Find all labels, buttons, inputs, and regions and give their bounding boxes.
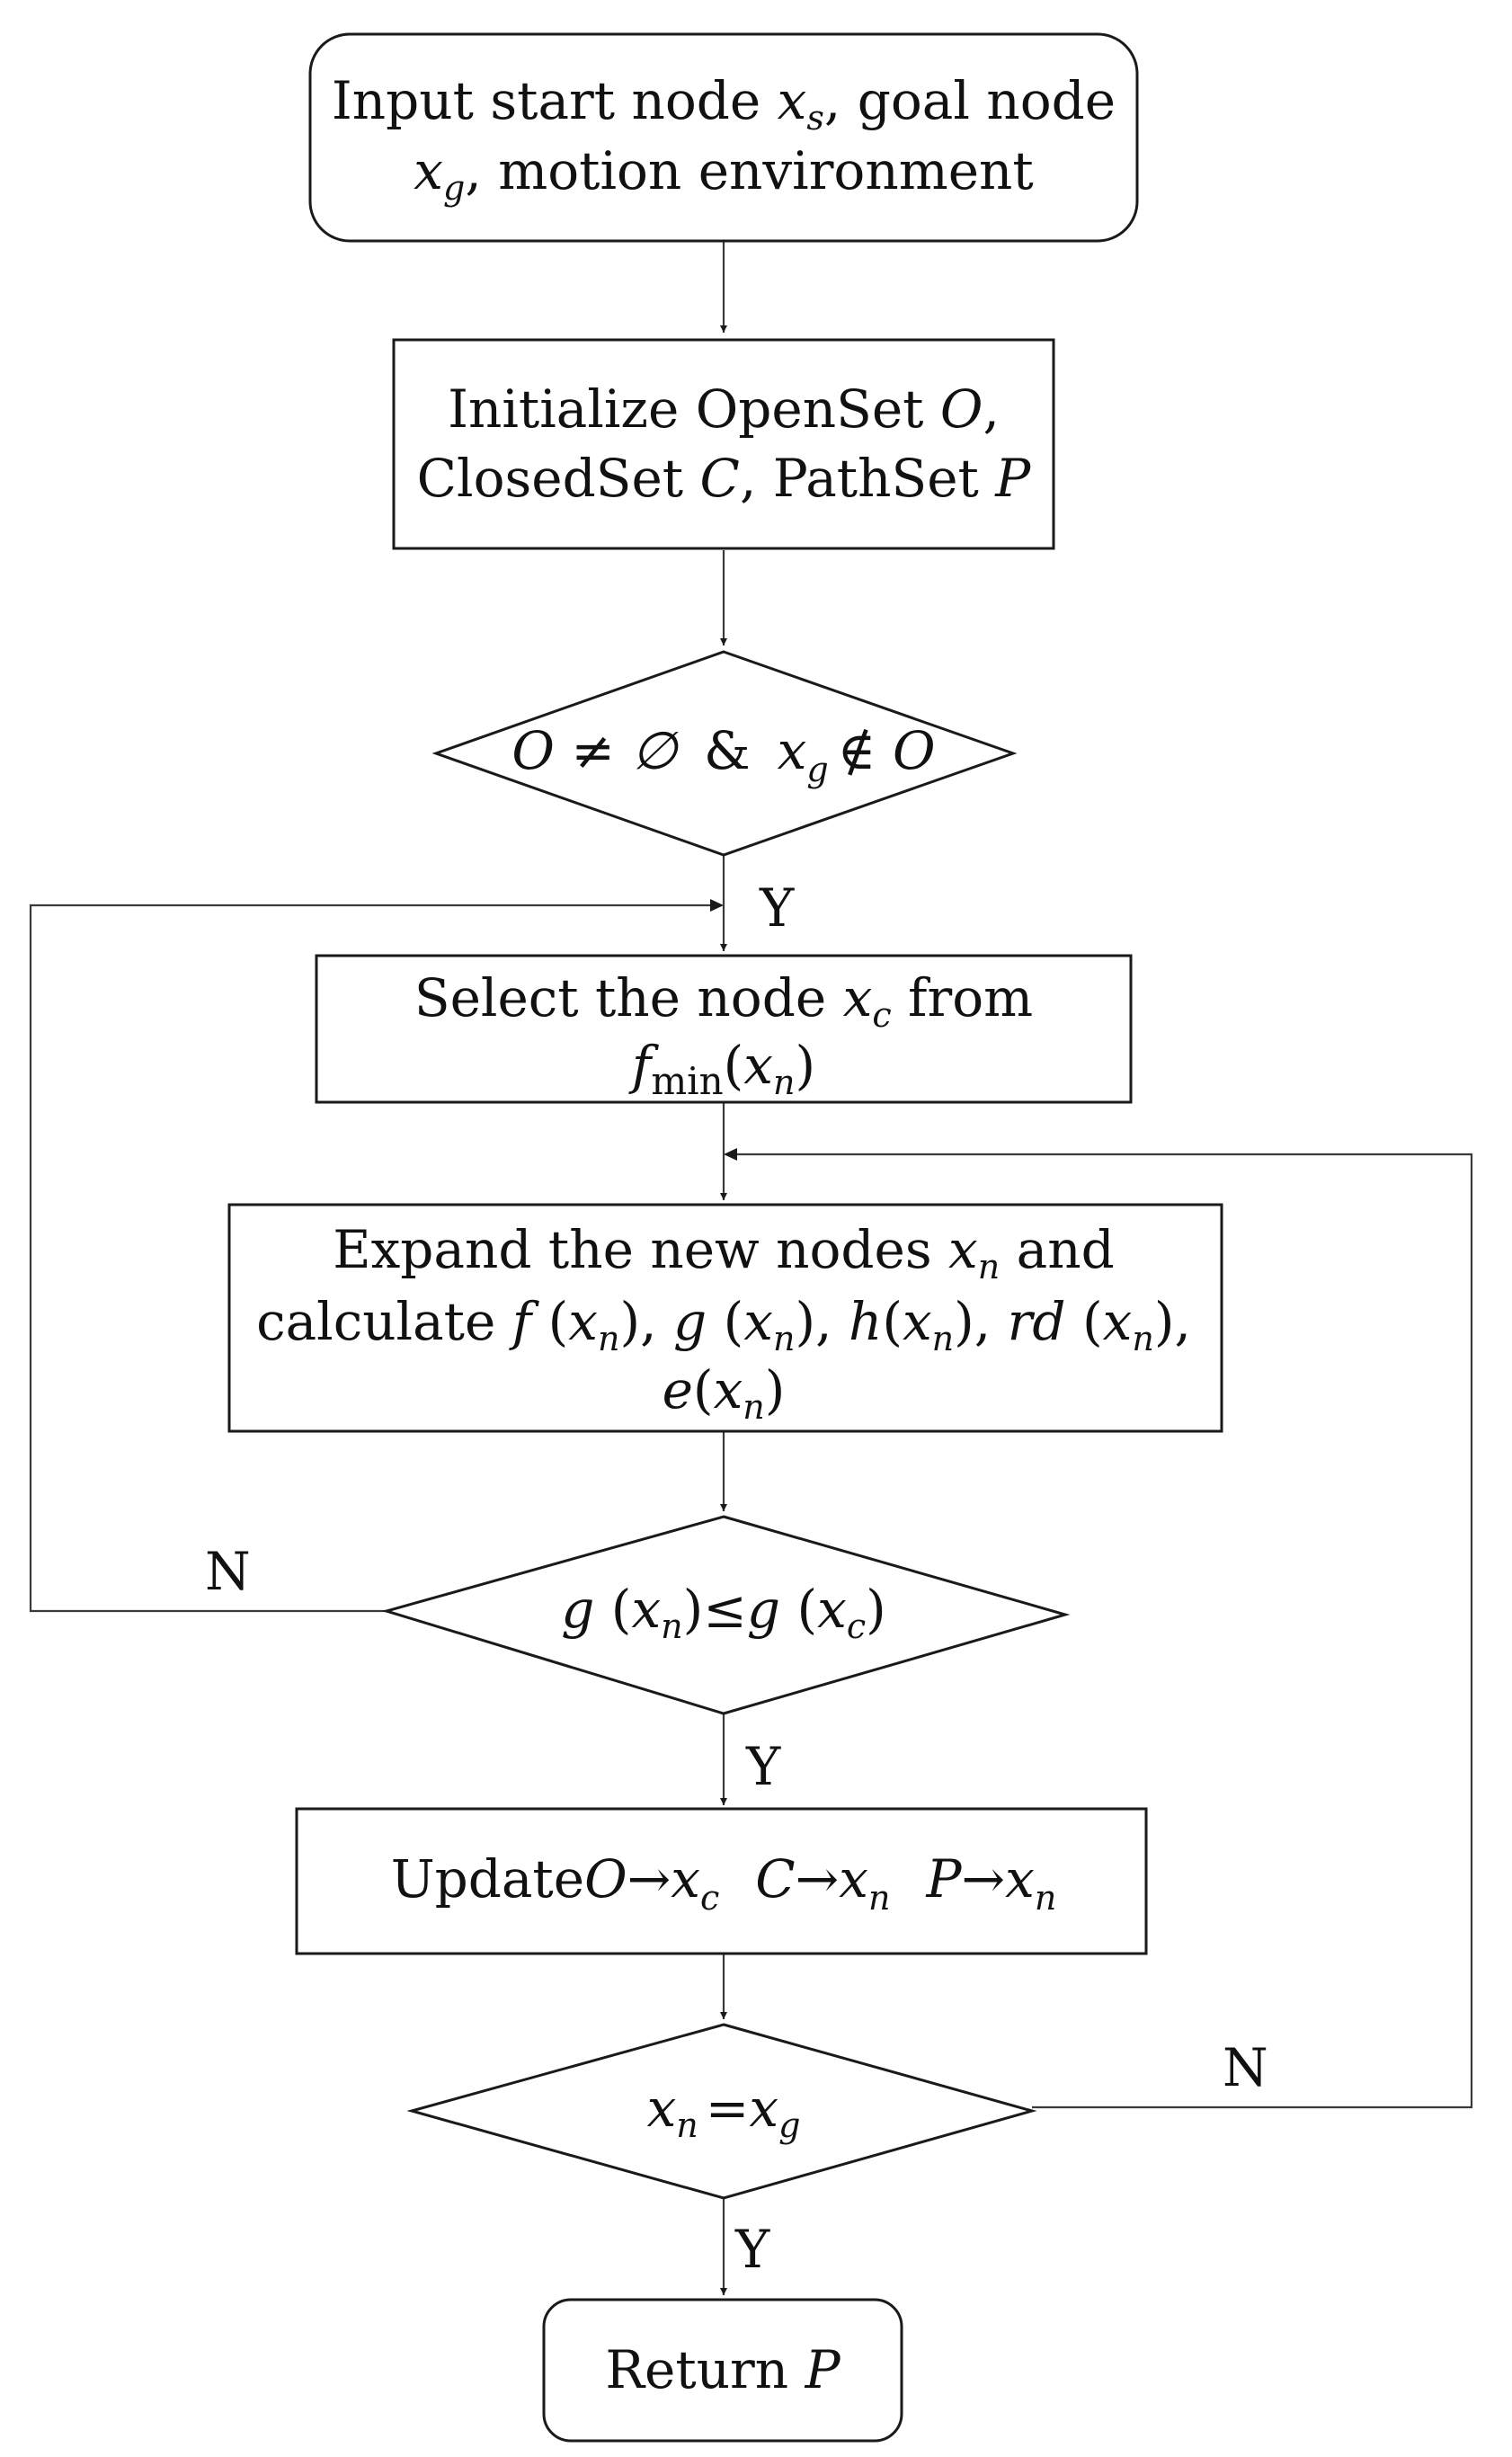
expand-line-1: Expand the new nodes xn and	[333, 1219, 1115, 1286]
decision3-condition: xn=xg	[647, 2078, 801, 2145]
input-line-2: xg, motion environment	[414, 140, 1033, 208]
loop-arrowhead-left	[710, 899, 724, 912]
decision1-condition: O ≠ ∅&xg∉ O	[511, 720, 935, 789]
loop-arrowhead-right	[724, 1148, 737, 1161]
edge-label-d3-no: N	[1223, 2037, 1268, 2098]
decision-goal-reached: xn=xg	[406, 2023, 1037, 2200]
decision-g-compare: g (xn)≤g (xc)	[381, 1515, 1071, 1715]
edge-d2-no-loop	[29, 904, 717, 1613]
expand-line-3: e(xn)	[663, 1359, 786, 1427]
node-return: Return P	[542, 2298, 903, 2443]
decision2-condition: g (xn)≤g (xc)	[561, 1579, 886, 1646]
node-expand: Expand the new nodes xn and calculate f …	[227, 1203, 1223, 1433]
edge-label-d3-yes: Y	[734, 2219, 770, 2280]
initialize-line-1: Initialize OpenSet O,	[448, 378, 1000, 440]
edge-label-d2-yes: Y	[745, 1736, 781, 1797]
select-line-1: Select the node xc from	[414, 967, 1033, 1035]
node-initialize: Initialize OpenSet O, ClosedSet C, PathS…	[392, 338, 1055, 550]
node-select: Select the node xc from fmin(xn)	[315, 954, 1133, 1104]
decision-open-not-empty: O ≠ ∅&xg∉ O	[431, 650, 1018, 857]
expand-line-2: calculate f (xn), g (xn), h(xn), rd (xn)…	[256, 1291, 1191, 1358]
select-line-2: fmin(xn)	[628, 1035, 815, 1103]
node-input: Input start node xs, goal node xg, motio…	[308, 32, 1139, 243]
return-label: Return P	[605, 2339, 840, 2400]
edge-label-d1-yes: Y	[759, 877, 795, 939]
input-line-1: Input start node xs, goal node	[332, 70, 1116, 138]
initialize-line-2: ClosedSet C, PathSet P	[417, 448, 1032, 509]
edge-d3-no-loop	[735, 1153, 1473, 2109]
edge-label-d2-no: N	[205, 1541, 251, 1602]
connectors	[29, 241, 1473, 2295]
